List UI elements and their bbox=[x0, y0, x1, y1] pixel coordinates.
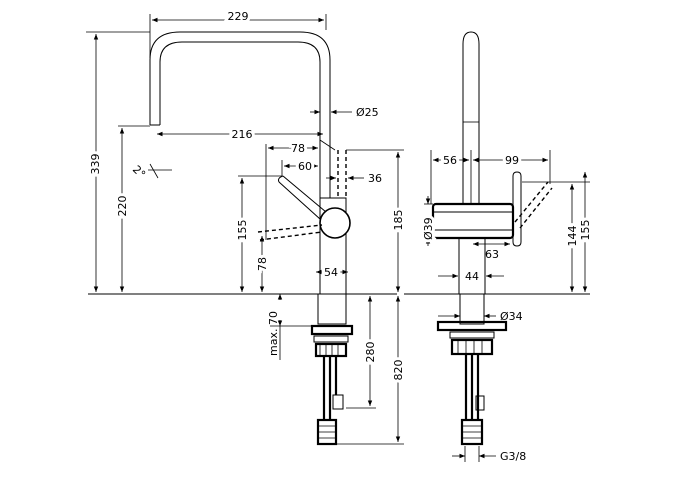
supply-hoses bbox=[322, 356, 338, 420]
side-lower-body bbox=[458, 237, 486, 295]
mounting-nut bbox=[314, 342, 348, 358]
side-mounting-plate bbox=[436, 320, 508, 332]
side-view: 56 99 Ø39 63 44 144 155 Ø34 G3/8 bbox=[404, 31, 595, 463]
front-view: 229 339 Ø25 216 2° 220 78 60 36 bbox=[86, 7, 408, 446]
mounting-plate bbox=[310, 324, 354, 336]
dim-angle: 2° bbox=[130, 163, 148, 181]
dim-155-left: 155 bbox=[236, 220, 249, 241]
dim-56: 56 bbox=[443, 154, 457, 167]
dim-229: 229 bbox=[228, 10, 249, 23]
dim-155-right: 155 bbox=[579, 220, 592, 241]
side-spout bbox=[462, 31, 480, 204]
dim-280: 280 bbox=[364, 342, 377, 363]
lever-alt-position bbox=[257, 224, 323, 241]
side-lever-alt bbox=[514, 181, 553, 229]
dim-144: 144 bbox=[566, 226, 579, 247]
dim-99: 99 bbox=[505, 154, 519, 167]
side-lever-plate bbox=[512, 171, 522, 247]
dim-78-top: 78 bbox=[291, 142, 305, 155]
shank bbox=[317, 293, 347, 325]
dim-339: 339 bbox=[89, 154, 102, 175]
spout-hidden-line bbox=[337, 150, 347, 198]
dim-185: 185 bbox=[392, 210, 405, 231]
spout bbox=[149, 31, 331, 198]
dim-60: 60 bbox=[298, 160, 312, 173]
dim-220: 220 bbox=[116, 196, 129, 217]
side-supply-hoses bbox=[464, 354, 480, 420]
dim-216: 216 bbox=[232, 128, 253, 141]
dim-820: 820 bbox=[392, 360, 405, 381]
handle-knob bbox=[319, 207, 351, 239]
dim-54: 54 bbox=[324, 266, 338, 279]
dim-d34: Ø34 bbox=[500, 310, 523, 323]
dim-63: 63 bbox=[485, 248, 499, 261]
dim-44: 44 bbox=[465, 270, 479, 283]
dim-g38: G3/8 bbox=[500, 450, 526, 463]
dim-d39: Ø39 bbox=[422, 217, 435, 240]
dim-36: 36 bbox=[368, 172, 382, 185]
dim-d25: Ø25 bbox=[356, 106, 379, 119]
handle-lever bbox=[278, 175, 327, 220]
side-body bbox=[431, 202, 515, 240]
dim-max-70: max. 70 bbox=[267, 311, 280, 356]
dim-78-left: 78 bbox=[256, 257, 269, 271]
